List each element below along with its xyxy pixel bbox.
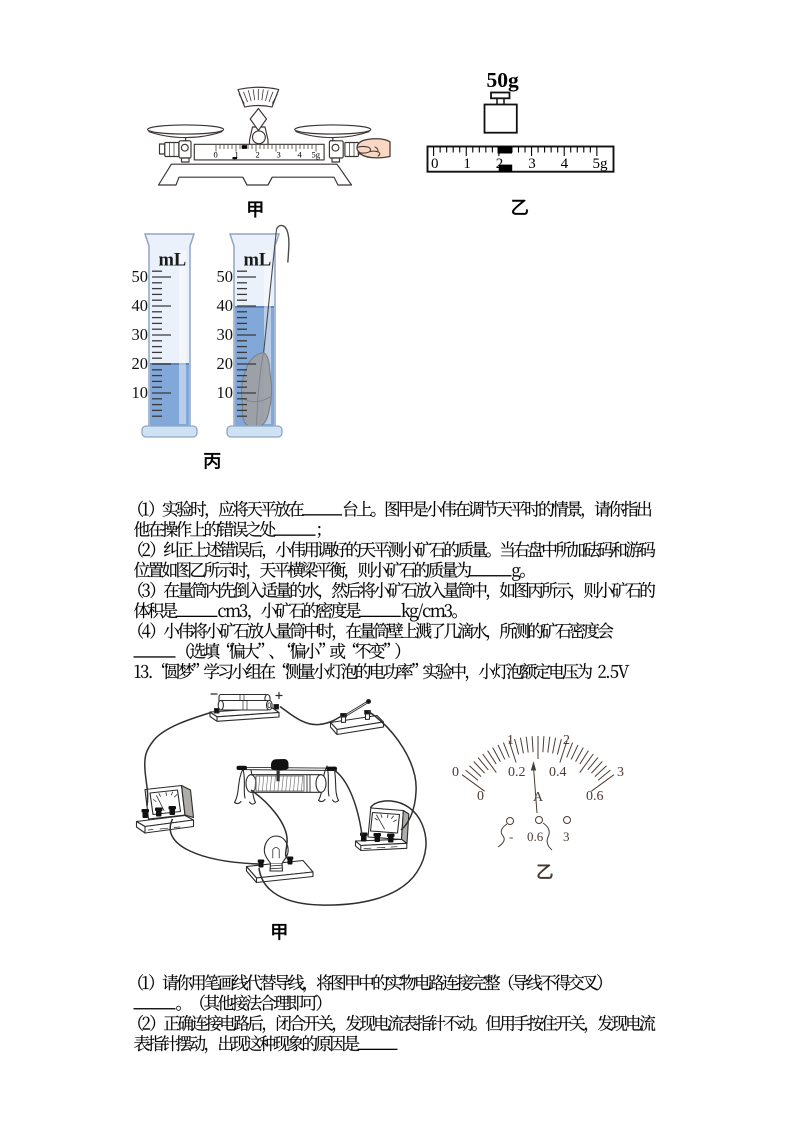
svg-text:50: 50	[217, 267, 234, 286]
svg-text:1: 1	[463, 156, 471, 172]
svg-text:5g: 5g	[312, 150, 321, 160]
svg-text:A: A	[533, 790, 544, 805]
svg-text:0.2: 0.2	[508, 765, 526, 780]
svg-text:4: 4	[298, 150, 303, 160]
svg-text:mL: mL	[159, 251, 187, 271]
svg-text:20: 20	[217, 354, 234, 373]
svg-text:0.6: 0.6	[586, 789, 604, 804]
svg-text:0: 0	[477, 789, 484, 804]
svg-text:3: 3	[277, 150, 281, 160]
svg-text:1: 1	[507, 733, 514, 748]
svg-text:3: 3	[563, 829, 570, 844]
svg-text:30: 30	[217, 325, 234, 344]
svg-text:30: 30	[132, 325, 149, 344]
svg-text:0: 0	[452, 765, 459, 780]
svg-text:20: 20	[132, 354, 149, 373]
svg-text:40: 40	[132, 296, 149, 315]
svg-text:3: 3	[528, 156, 536, 172]
svg-text:2: 2	[563, 733, 570, 748]
svg-text:0: 0	[214, 150, 218, 160]
svg-text:10: 10	[217, 383, 234, 402]
svg-text:0.6: 0.6	[527, 829, 544, 844]
svg-text:50: 50	[132, 267, 149, 286]
svg-text:10: 10	[132, 383, 149, 402]
svg-text:0: 0	[431, 156, 439, 172]
svg-text:2: 2	[496, 156, 504, 172]
svg-text:mL: mL	[244, 251, 272, 271]
svg-text:50g: 50g	[487, 68, 520, 92]
svg-text:3: 3	[617, 765, 624, 780]
svg-text:4: 4	[561, 156, 569, 172]
svg-text:5g: 5g	[593, 156, 609, 172]
svg-text:2: 2	[256, 150, 260, 160]
svg-text:0.4: 0.4	[549, 765, 567, 780]
svg-text:-: -	[509, 829, 513, 844]
svg-text:40: 40	[217, 296, 234, 315]
svg-text:1: 1	[235, 150, 239, 160]
